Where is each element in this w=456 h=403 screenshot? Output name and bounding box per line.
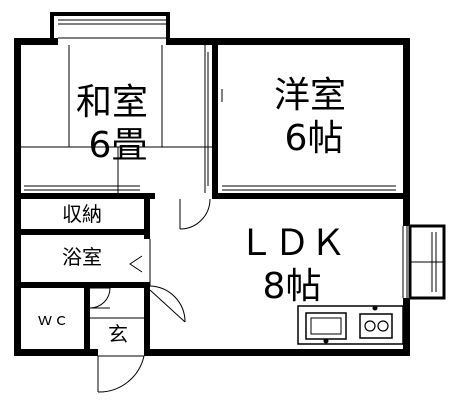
room-size-youshitsu: 6帖 — [285, 118, 344, 159]
room-name-ldk: ＬＤＫ — [238, 223, 346, 264]
tatami-lines — [21, 45, 212, 193]
gas-stove-icon — [359, 305, 393, 339]
room-size-washitsu: 6畳 — [89, 125, 148, 166]
door-swings — [89, 198, 211, 393]
room-size-ldk: 8帖 — [263, 266, 322, 307]
bay-window-right — [402, 224, 446, 300]
room-name-washitsu: 和室 — [76, 82, 148, 123]
outer-walls — [14, 12, 410, 356]
room-name-youshitsu: 洋室 — [274, 75, 346, 116]
room-name-yokushitsu: 浴室 — [62, 245, 102, 269]
kitchen-counter — [297, 305, 404, 345]
room-name-genkan: 玄 — [108, 322, 128, 346]
room-name-wc: ｗｃ — [37, 310, 69, 329]
sliding-doors — [24, 52, 396, 191]
bay-window-top — [58, 19, 166, 39]
room-name-shuno: 収納 — [62, 202, 102, 226]
kitchen-sink-icon — [305, 312, 347, 344]
